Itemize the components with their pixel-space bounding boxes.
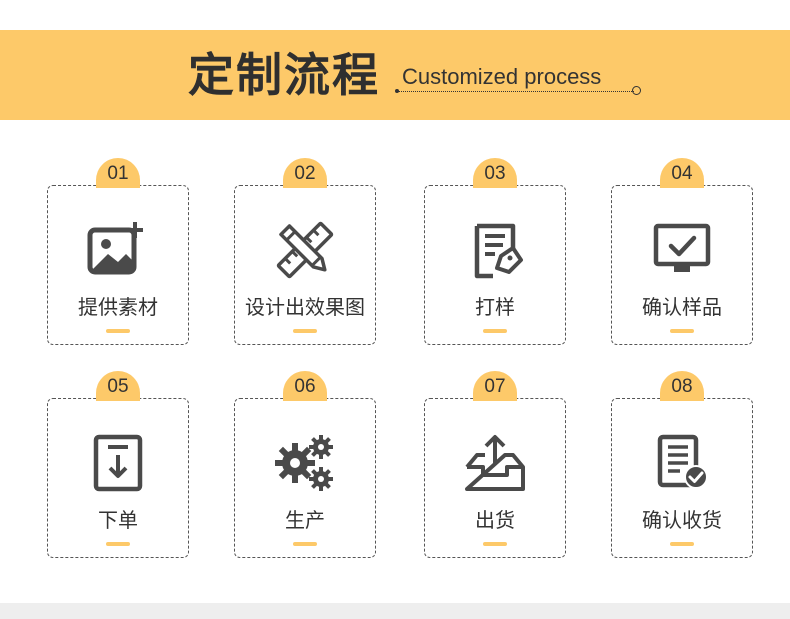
step-card-1: 01 提供素材 <box>47 158 189 345</box>
step-card-6: 06 生产 <box>234 371 376 558</box>
step-label: 确认样品 <box>642 295 722 319</box>
step-number-badge: 03 <box>473 158 517 188</box>
checklist-icon <box>650 431 714 495</box>
step-card-5: 05 下单 <box>47 371 189 558</box>
subtitle-dotted-line <box>398 91 634 92</box>
step-card-4: 04 确认样品 <box>611 158 753 345</box>
step-label: 出货 <box>475 508 515 532</box>
step-number-badge: 07 <box>473 371 517 401</box>
subtitle-dot-left <box>395 89 399 93</box>
step-label: 提供素材 <box>78 295 158 319</box>
step-label: 下单 <box>98 508 138 532</box>
footer-divider <box>0 603 790 619</box>
order-download-icon <box>86 431 150 495</box>
box-upload-icon <box>463 431 527 495</box>
step-card-2: 02 设计出效果图 <box>234 158 376 345</box>
gears-icon <box>273 431 337 495</box>
step-card-8: 08 确认收货 <box>611 371 753 558</box>
step-label: 设计出效果图 <box>245 295 365 319</box>
step-number-badge: 06 <box>283 371 327 401</box>
step-number-badge: 05 <box>96 371 140 401</box>
step-underline <box>670 329 694 333</box>
page-title: 定制流程 <box>188 48 380 102</box>
step-underline <box>483 329 507 333</box>
step-number-badge: 08 <box>660 371 704 401</box>
image-add-icon <box>86 218 150 282</box>
subtitle-dot-right <box>632 86 641 95</box>
page-subtitle: Customized process <box>402 64 602 89</box>
monitor-check-icon <box>650 218 714 282</box>
pencil-ruler-icon <box>273 218 337 282</box>
step-underline <box>483 542 507 546</box>
step-number-badge: 01 <box>96 158 140 188</box>
header-banner <box>0 30 790 120</box>
step-card-3: 03 打样 <box>424 158 566 345</box>
step-label: 打样 <box>475 295 515 319</box>
step-underline <box>293 542 317 546</box>
step-label: 确认收货 <box>642 508 722 532</box>
step-underline <box>106 542 130 546</box>
step-card-7: 07 出货 <box>424 371 566 558</box>
step-underline <box>670 542 694 546</box>
step-underline <box>106 329 130 333</box>
step-number-badge: 02 <box>283 158 327 188</box>
step-label: 生产 <box>285 508 325 532</box>
step-number-badge: 04 <box>660 158 704 188</box>
document-tag-icon <box>463 218 527 282</box>
step-underline <box>293 329 317 333</box>
